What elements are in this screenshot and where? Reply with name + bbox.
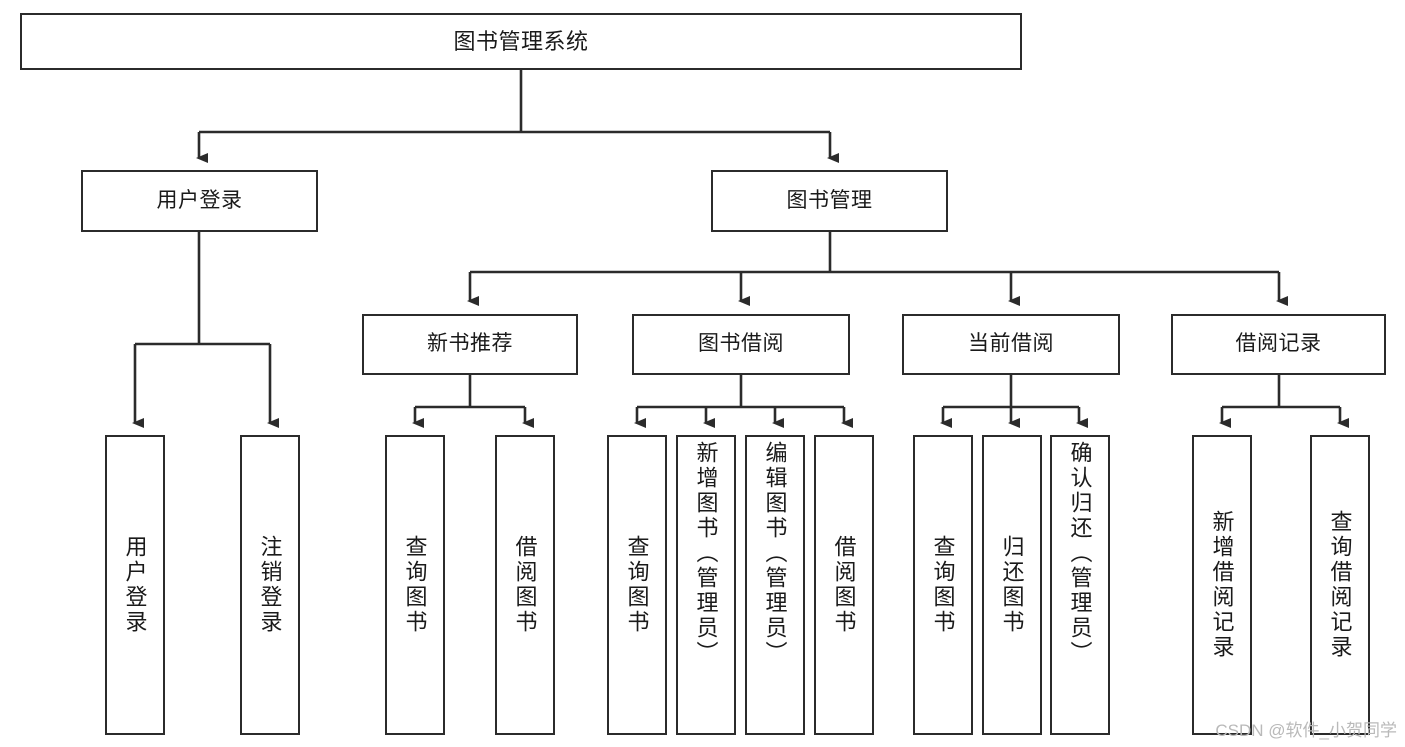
- node-book-manage-label: 图书管理: [786, 188, 873, 212]
- node-leaf-add-record[interactable]: 新增借阅记录: [1192, 435, 1252, 735]
- node-leaf-add-book[interactable]: 新增图书（管理员）: [676, 435, 736, 735]
- node-root-label: 图书管理系统: [453, 28, 589, 54]
- node-leaf-return-book[interactable]: 归还图书: [982, 435, 1042, 735]
- node-book-borrow[interactable]: 图书借阅: [632, 314, 850, 375]
- node-leaf-add-record-label: 新增借阅记录: [1209, 510, 1235, 660]
- node-new-book-recommend[interactable]: 新书推荐: [362, 314, 578, 375]
- node-current-borrow-label: 当前借阅: [968, 332, 1054, 356]
- node-leaf-borrow-book-1[interactable]: 借阅图书: [495, 435, 555, 735]
- node-leaf-edit-book[interactable]: 编辑图书（管理员）: [745, 435, 805, 735]
- node-leaf-query-book-3-label: 查询图书: [930, 535, 956, 635]
- node-leaf-confirm-return-label: 确认归还（管理员）: [1067, 441, 1093, 666]
- node-leaf-query-book-2-label: 查询图书: [624, 535, 650, 635]
- node-leaf-user-logout-label: 注销登录: [257, 535, 283, 635]
- node-leaf-return-book-label: 归还图书: [999, 535, 1025, 635]
- watermark: CSDN @软件_小贺同学: [1215, 721, 1397, 740]
- node-leaf-borrow-book-1-label: 借阅图书: [512, 535, 538, 635]
- node-leaf-query-book-3[interactable]: 查询图书: [913, 435, 973, 735]
- node-new-book-recommend-label: 新书推荐: [427, 332, 513, 356]
- node-current-borrow[interactable]: 当前借阅: [902, 314, 1120, 375]
- node-leaf-query-record-label: 查询借阅记录: [1327, 510, 1353, 660]
- node-leaf-edit-book-label: 编辑图书（管理员）: [762, 441, 788, 666]
- node-user-login[interactable]: 用户登录: [81, 170, 318, 232]
- node-leaf-add-book-label: 新增图书（管理员）: [693, 441, 719, 666]
- node-leaf-borrow-book-2-label: 借阅图书: [831, 535, 857, 635]
- node-leaf-user-login[interactable]: 用户登录: [105, 435, 165, 735]
- node-leaf-query-book-2[interactable]: 查询图书: [607, 435, 667, 735]
- node-leaf-borrow-book-2[interactable]: 借阅图书: [814, 435, 874, 735]
- node-leaf-user-login-label: 用户登录: [122, 535, 148, 635]
- node-borrow-record-label: 借阅记录: [1235, 332, 1322, 356]
- node-user-login-label: 用户登录: [156, 188, 243, 212]
- node-leaf-query-book-1[interactable]: 查询图书: [385, 435, 445, 735]
- node-leaf-confirm-return[interactable]: 确认归还（管理员）: [1050, 435, 1110, 735]
- node-book-borrow-label: 图书借阅: [698, 332, 784, 356]
- node-leaf-user-logout[interactable]: 注销登录: [240, 435, 300, 735]
- node-leaf-query-book-1-label: 查询图书: [402, 535, 428, 635]
- node-book-manage[interactable]: 图书管理: [711, 170, 948, 232]
- node-leaf-query-record[interactable]: 查询借阅记录: [1310, 435, 1370, 735]
- node-root[interactable]: 图书管理系统: [20, 13, 1022, 70]
- node-borrow-record[interactable]: 借阅记录: [1171, 314, 1386, 375]
